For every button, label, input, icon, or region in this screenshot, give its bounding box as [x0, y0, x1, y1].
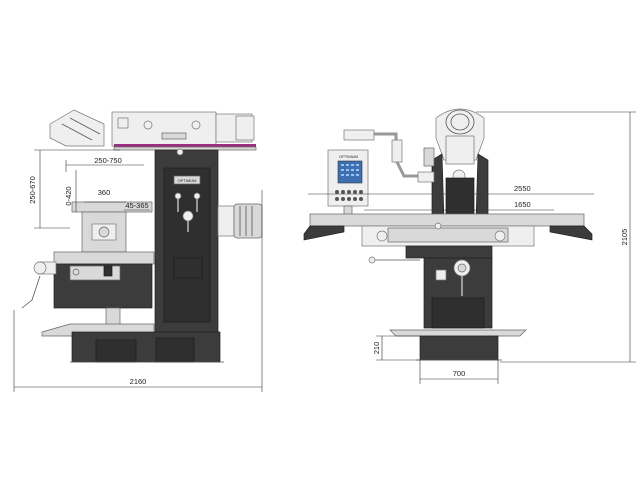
side-view: OPTIMUM: [13, 109, 263, 392]
side-dimensions: 250-750 250-670 0-420 360 45-365 2160: [13, 149, 263, 392]
overhead-ram: [49, 109, 255, 147]
dimension-head-angle: 45-365: [125, 201, 148, 210]
spindle-motor: [217, 203, 263, 239]
machine-base: [41, 307, 224, 363]
front-view: OPTIMUM: [303, 108, 636, 384]
dimension-table-length: 2550: [514, 184, 531, 193]
brand-label: OPTIMUM: [339, 154, 358, 159]
coolant-hose: [343, 129, 435, 183]
table-knee: [21, 201, 155, 309]
side-plate-label: OPTIMUM: [178, 178, 197, 183]
front-knee: [423, 257, 493, 329]
control-panel: OPTIMUM: [327, 149, 369, 217]
dimension-travel-x: 250-750: [94, 156, 122, 165]
vertical-head: [431, 108, 489, 221]
dimension-table-y: 360: [98, 188, 111, 197]
dimension-base-height: 210: [372, 342, 381, 355]
dimension-base-width: 700: [453, 369, 466, 378]
accent-stripe: [114, 144, 256, 147]
dimension-knee: 0-420: [64, 186, 73, 205]
dimension-quill: 250-670: [28, 176, 37, 204]
dimension-overall-height: 2105: [620, 229, 629, 246]
dimension-overall-length: 2160: [130, 377, 147, 386]
machine-column: OPTIMUM: [154, 148, 219, 333]
front-table: [303, 213, 593, 264]
dimension-table-travel: 1650: [514, 200, 531, 209]
front-dimensions: 2550 1650 2105 210 700: [308, 111, 636, 384]
front-base: [389, 329, 527, 361]
